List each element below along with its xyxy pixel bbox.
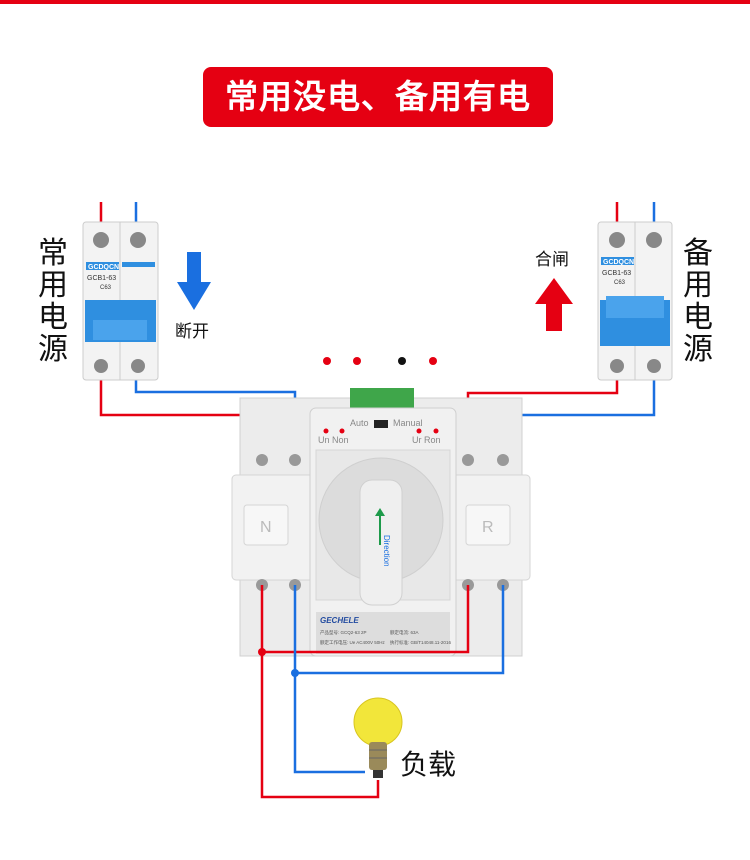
mode-switch [374,420,388,428]
nameplate-line: 额定电流: 63A [390,629,419,636]
right-breaker-rating: C63 [614,280,626,286]
left-breaker-model: GCB1-63 [87,275,116,282]
up-arrow-icon [535,278,573,331]
left-breaker-rating: C63 [100,285,112,291]
top-accent-bar [0,0,750,4]
left-indicators: Un Non [318,435,349,445]
auto-label: Auto [350,418,369,428]
nameplate-line: 产品型号: GCQ2-63 2P [320,629,367,636]
load-label: 负载 [400,748,457,781]
right-indicators: Ur Ron [412,435,441,445]
right-source-label: 备用电源 [683,236,713,367]
output-wires [258,585,505,799]
right-action-label: 合闸 [535,250,569,270]
ats-n-label: N [260,519,272,536]
title-banner: 常用没电、备用有电 [203,67,553,127]
manual-label: Manual [393,418,423,428]
light-bulb-icon [353,697,403,778]
left-breaker: GCDQCN GCB1-63 C63 [82,221,159,381]
direction-label: Direction [382,535,391,567]
right-breaker: GCDQCN GCB1-63 C63 [597,221,673,381]
ats-r-label: R [482,519,494,536]
indicator-dots [323,357,437,365]
left-source-label: 常用电源 [38,236,68,367]
down-arrow-icon [177,252,211,310]
right-breaker-brand: GCDQCN [603,259,634,266]
nameplate-line: 额定工作电压: Ue AC400V 50Hz [320,639,386,646]
left-action-label: 断开 [175,322,209,342]
right-breaker-model: GCB1-63 [602,270,631,277]
terminal-block [350,388,414,410]
nameplate-line: 执行标准: GB/T14048.11-2016 [390,639,451,646]
ats-brand: GECHELE [320,616,359,625]
left-breaker-brand: GCDQCN [88,264,119,271]
ats-switch: N R Auto Manual Un Non Ur Ron Direction … [231,388,531,657]
